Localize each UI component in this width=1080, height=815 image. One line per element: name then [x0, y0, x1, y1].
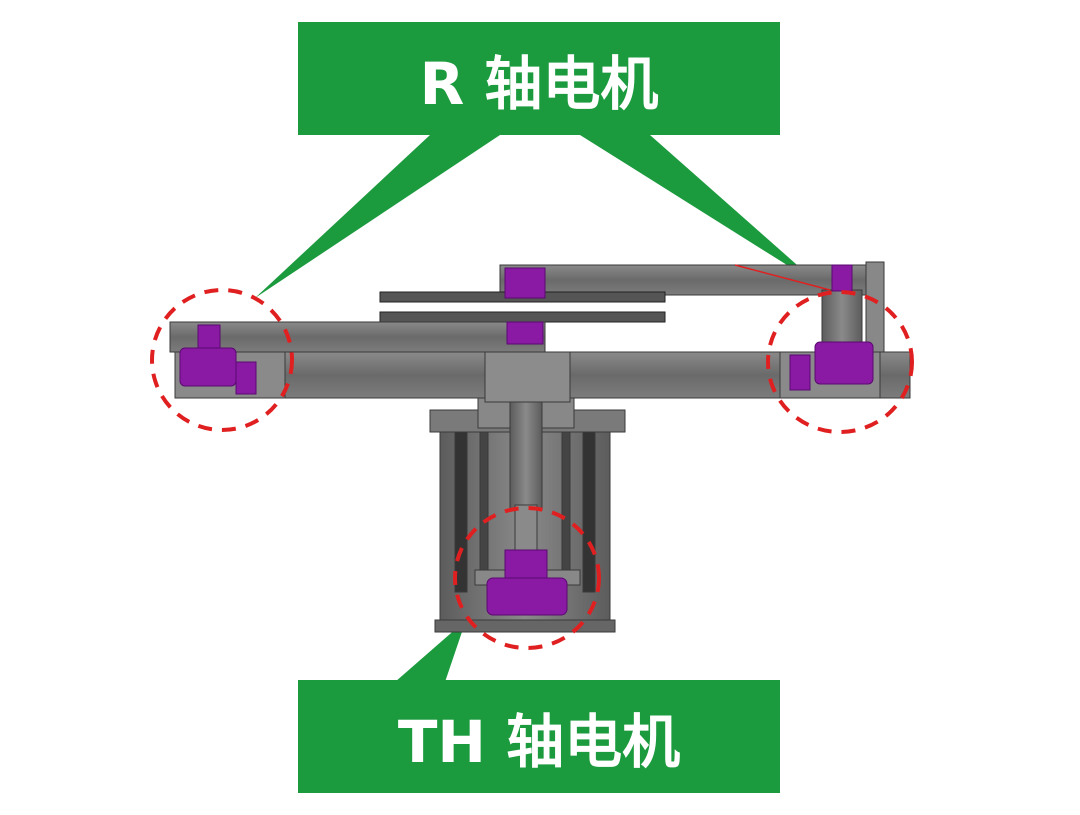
r-axis-motor-text: R 轴电机	[419, 49, 659, 118]
highlight-bottom	[453, 506, 601, 650]
r-axis-motor-left	[179, 324, 257, 395]
highlight-circles	[150, 288, 914, 650]
callout-pointer-bottom	[395, 620, 466, 682]
red-guide-line	[734, 264, 831, 291]
th-axis-motor-text: TH 轴电机	[397, 707, 681, 776]
r-axis-motor-label: R 轴电机	[298, 22, 780, 135]
th-axis-motor	[486, 549, 568, 616]
r-axis-motor-right	[789, 264, 874, 391]
highlight-right	[766, 290, 914, 434]
shaft	[477, 397, 575, 551]
callout-pointer-left	[255, 135, 500, 298]
highlight-left	[150, 288, 294, 432]
th-axis-motor-label: TH 轴电机	[298, 680, 780, 793]
center-joint-motor	[504, 267, 546, 345]
callout-pointer-right	[580, 135, 822, 287]
